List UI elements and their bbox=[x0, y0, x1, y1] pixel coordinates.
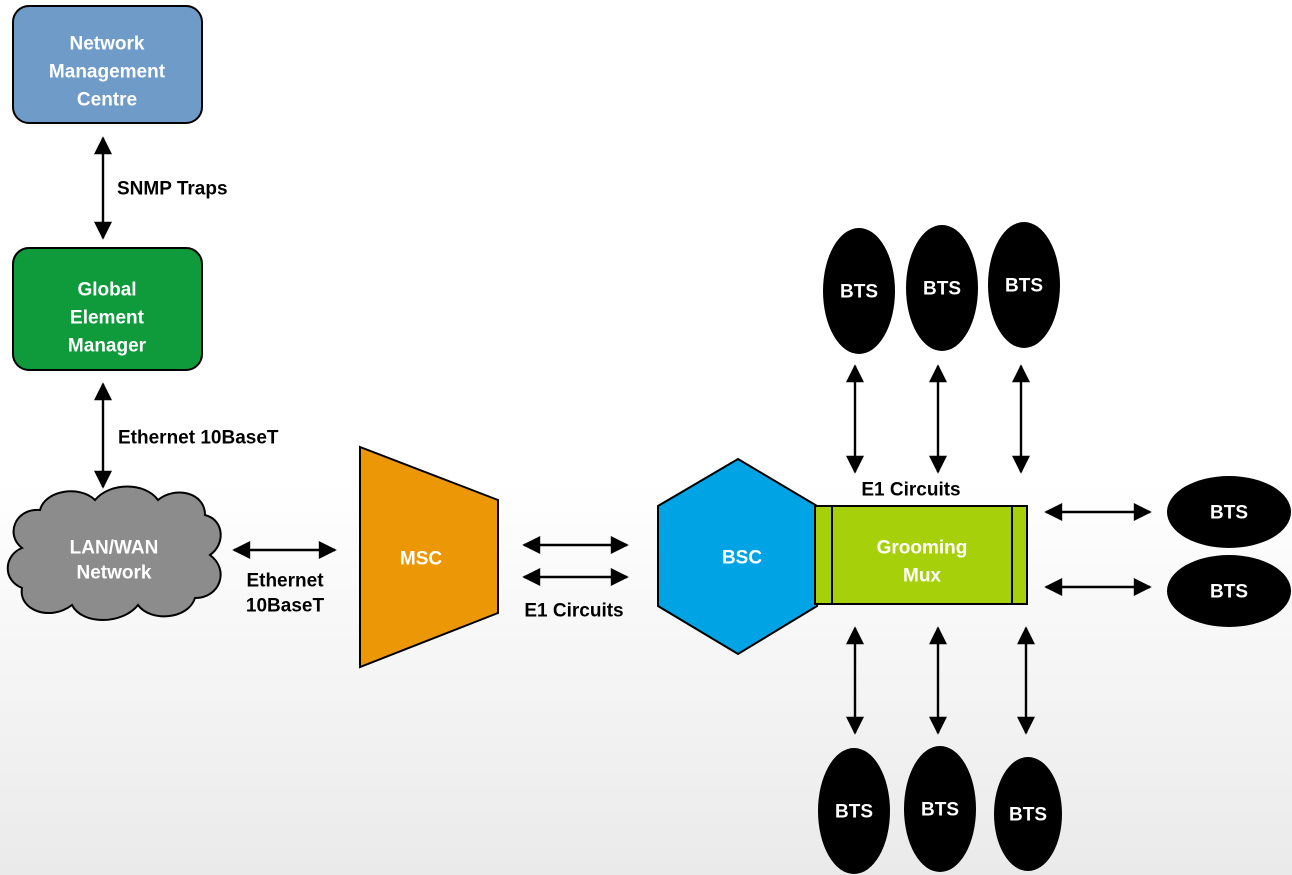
nmc-box bbox=[12, 5, 203, 124]
cloud-label-line2: Network bbox=[77, 563, 152, 584]
bts-bottom-3: BTS bbox=[994, 757, 1062, 871]
bts-label: BTS bbox=[1210, 503, 1248, 524]
nmc-label-line1: Network bbox=[70, 34, 145, 55]
ethernet-vertical-link: Ethernet 10BaseT bbox=[94, 382, 279, 489]
ethernet-horizontal-label-line2: 10BaseT bbox=[246, 596, 325, 617]
bts-shape bbox=[994, 757, 1062, 871]
bts-label: BTS bbox=[923, 279, 961, 300]
bts-label: BTS bbox=[1009, 805, 1047, 826]
mux-label-line1: Grooming bbox=[877, 538, 968, 559]
msc-bsc-e1-link: E1 Circuits bbox=[522, 536, 629, 622]
bts-label: BTS bbox=[1210, 582, 1248, 603]
bsc-label: BSC bbox=[722, 548, 762, 569]
nmc-label-line3: Centre bbox=[77, 90, 137, 111]
network-management-centre: Network Management Centre bbox=[12, 5, 203, 124]
bts-shape bbox=[818, 748, 890, 874]
bts-top-1: BTS bbox=[823, 228, 895, 354]
ethernet-horizontal-link: Ethernet 10BaseT bbox=[232, 541, 337, 617]
bts-right-1: BTS bbox=[1167, 476, 1291, 548]
bts-shape bbox=[904, 746, 976, 872]
bts-shape bbox=[1167, 476, 1291, 548]
msc-shape bbox=[359, 445, 499, 669]
bts-top-3: BTS bbox=[988, 222, 1060, 348]
bts-shape bbox=[906, 225, 978, 351]
gem-label-line3: Manager bbox=[68, 336, 147, 357]
bsc: BSC bbox=[657, 457, 818, 656]
cloud-shape bbox=[6, 485, 222, 621]
mux-label-line2: Mux bbox=[903, 566, 941, 587]
bts-shape bbox=[988, 222, 1060, 348]
global-element-manager: Global Element Manager bbox=[12, 247, 203, 371]
bts-label: BTS bbox=[921, 800, 959, 821]
msc-label: MSC bbox=[400, 549, 443, 570]
bts-label: BTS bbox=[840, 282, 878, 303]
grooming-mux: Grooming Mux bbox=[814, 505, 1028, 605]
snmp-link: SNMP Traps bbox=[94, 136, 228, 240]
bts-label: BTS bbox=[835, 802, 873, 823]
bts-top-2: BTS bbox=[906, 225, 978, 351]
gem-box bbox=[12, 247, 203, 371]
msc-bsc-e1-label: E1 Circuits bbox=[524, 601, 623, 622]
bts-bottom-2: BTS bbox=[904, 746, 976, 872]
cloud-label-line1: LAN/WAN bbox=[70, 538, 159, 559]
gem-label-line1: Global bbox=[77, 280, 136, 301]
bts-bottom-1: BTS bbox=[818, 748, 890, 874]
bts-shape bbox=[823, 228, 895, 354]
bts-right-2: BTS bbox=[1167, 555, 1291, 627]
snmp-label: SNMP Traps bbox=[117, 179, 228, 200]
mux-e1-label: E1 Circuits bbox=[861, 480, 960, 501]
lan-wan-cloud: LAN/WAN Network bbox=[6, 485, 222, 621]
ethernet-vertical-label: Ethernet 10BaseT bbox=[118, 428, 279, 449]
mux-box bbox=[814, 505, 1028, 605]
bts-shape bbox=[1167, 555, 1291, 627]
msc: MSC bbox=[359, 445, 499, 669]
gem-label-line2: Element bbox=[70, 308, 145, 329]
nmc-label-line2: Management bbox=[49, 62, 166, 83]
bts-label: BTS bbox=[1005, 276, 1043, 297]
ethernet-horizontal-label-line1: Ethernet bbox=[246, 571, 324, 592]
